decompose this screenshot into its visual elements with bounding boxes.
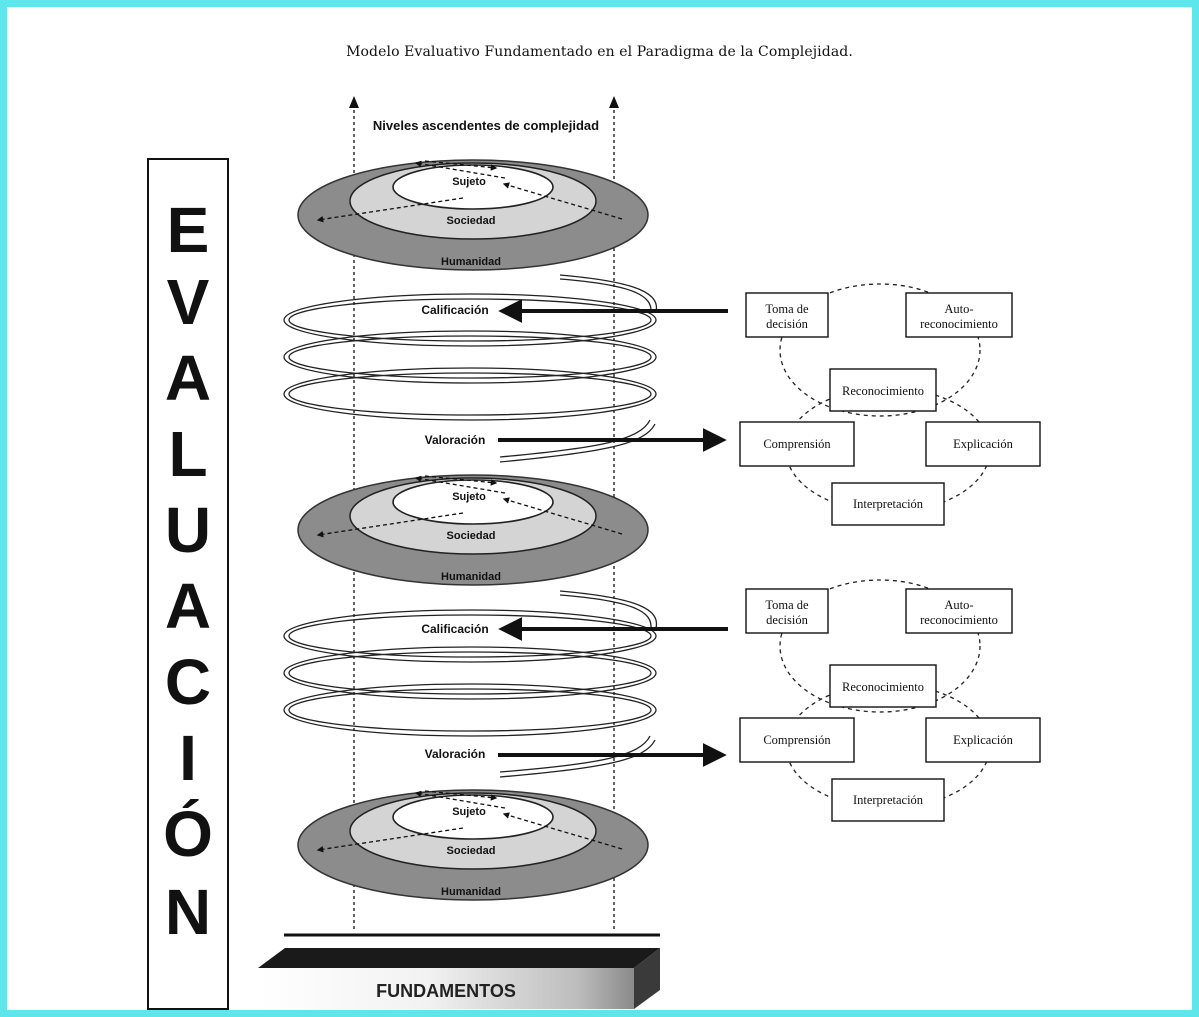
upper-dashed-loop [779,283,981,417]
evaluacion-column [147,158,229,1010]
evaluacion-letter: N [165,876,211,948]
dashed-arrow [414,160,506,179]
comprension-box [739,717,855,763]
interpretacion-box [831,482,945,526]
dashed-arrow [316,512,464,538]
sociedad-label: Sociedad [447,215,496,227]
evaluacion-letter: L [168,418,207,490]
left-axis-arrow-icon [349,96,359,108]
dashed-arrow [414,475,506,494]
comprension-label: Comprensión [763,437,831,451]
dashed-arrow [414,790,506,809]
explicacion-label: Explicación [953,437,1013,451]
upper-dashed-loop [779,579,981,713]
dashed-arrow [424,790,498,801]
valoracion-label-upper: Valoración [425,433,486,447]
evaluacion-letter: I [179,722,197,794]
evaluacion-letter: U [165,494,211,566]
dashed-arrow [316,827,464,853]
evaluacion-letter: E [167,194,210,266]
sujeto-ring [392,794,554,840]
base-side-face [634,948,660,1009]
explicacion-box [925,421,1041,467]
reconocimiento-label: Reconocimiento [842,680,924,694]
sujeto-label: Sujeto [452,806,486,818]
evaluacion-letter: A [165,342,211,414]
right-axis-arrow-icon [609,96,619,108]
base-front-face [258,968,634,1009]
auto-reconocimiento-label: Auto- [944,598,973,612]
auto-reconocimiento-label: reconocimiento [920,317,998,331]
auto-reconocimiento-box [905,588,1013,634]
toma-de-decision-label: decisión [766,613,808,627]
toma-de-decision-label: Toma de [765,302,809,316]
sociedad-label: Sociedad [447,845,496,857]
lower-spiral [283,590,658,778]
axis-label: Niveles ascendentes de complejidad [373,118,599,133]
figure-title: Modelo Evaluativo Fundamentado en el Par… [346,44,853,60]
sujeto-label: Sujeto [452,491,486,503]
reconocimiento-box [829,368,937,412]
sujeto-ring [392,164,554,210]
interpretacion-box [831,778,945,822]
dashed-arrow [316,197,464,223]
humanidad-label: Humanidad [441,256,501,268]
toma-de-decision-label: Toma de [765,598,809,612]
toma-de-decision-box [745,588,829,634]
sujeto-ring [392,479,554,525]
auto-reconocimiento-label: Auto- [944,302,973,316]
auto-reconocimiento-label: reconocimiento [920,613,998,627]
sociedad-label: Sociedad [447,530,496,542]
valoracion-label-lower: Valoración [425,747,486,761]
base-top-face [258,948,660,968]
interpretacion-label: Interpretación [853,793,924,807]
humanidad-label: Humanidad [441,886,501,898]
evaluacion-letter: V [167,266,210,338]
toma-de-decision-label: decisión [766,317,808,331]
explicacion-label: Explicación [953,733,1013,747]
comprension-label: Comprensión [763,733,831,747]
explicacion-box [925,717,1041,763]
auto-reconocimiento-box [905,292,1013,338]
upper-spiral [283,274,658,463]
evaluacion-letter: A [165,570,211,642]
toma-de-decision-box [745,292,829,338]
reconocimiento-box [829,664,937,708]
calificacion-label-lower: Calificación [421,622,488,636]
dashed-arrow [424,475,498,486]
evaluacion-letter: Ó [163,798,213,870]
humanidad-label: Humanidad [441,571,501,583]
dashed-arrow [424,160,498,171]
calificacion-label-upper: Calificación [421,303,488,317]
interpretacion-label: Interpretación [853,497,924,511]
sujeto-label: Sujeto [452,176,486,188]
comprension-box [739,421,855,467]
reconocimiento-label: Reconocimiento [842,384,924,398]
evaluacion-letter: C [165,646,211,718]
fundamentos-label: FUNDAMENTOS [376,981,516,1001]
